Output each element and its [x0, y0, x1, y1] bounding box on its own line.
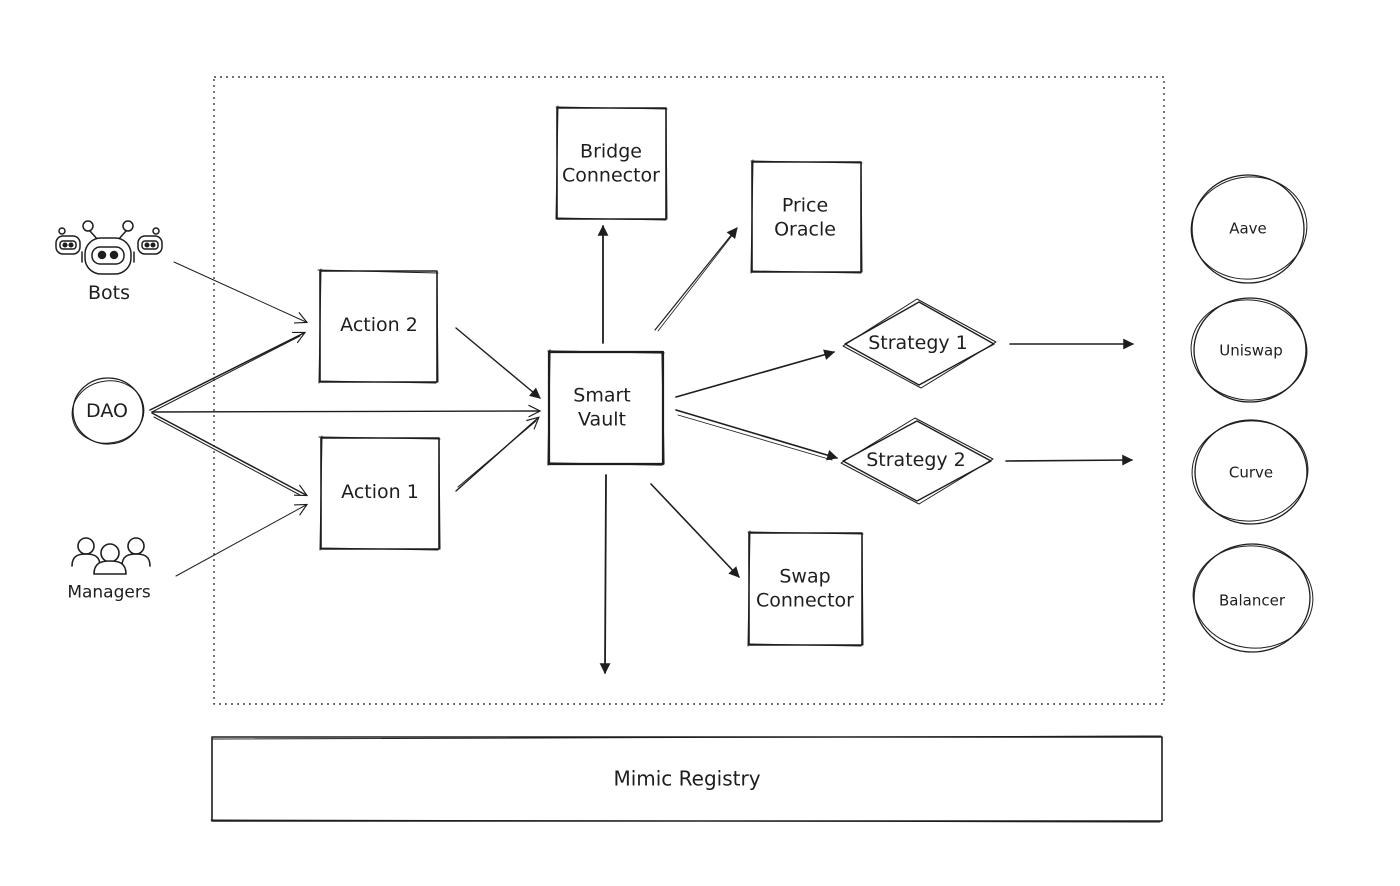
arrow-vault-oracle [654, 227, 738, 331]
aave-label: Aave [1229, 219, 1267, 238]
arrow-dao-vault [151, 411, 539, 412]
arrow-dao-action2 [149, 333, 304, 411]
users-group-icon [71, 537, 151, 575]
arrow-vault-swap [650, 483, 740, 578]
system-boundary [213, 76, 1165, 705]
mimic-registry-box [210, 735, 1163, 823]
uniswap-circle [1190, 297, 1308, 403]
action-2-box [317, 268, 439, 384]
price-oracle-label-line1: Price [781, 194, 829, 217]
uniswap-label: Uniswap [1219, 341, 1283, 360]
swap-connector-label: Swap Connector [756, 565, 854, 613]
bridge-connector-box [555, 105, 668, 221]
arrow-vault-strategy2 [675, 409, 839, 461]
price-oracle-label-line2: Oracle [774, 218, 836, 240]
smart-vault-label-line1: Smart [573, 384, 631, 407]
bots-label: Bots [87, 282, 131, 305]
arrow-managers-action1 [175, 505, 306, 577]
arrow-strategy2-out [1005, 454, 1134, 466]
arrow-dao-action1 [151, 412, 306, 495]
strategy-1-label: Strategy 1 [868, 332, 968, 355]
price-oracle-label: Price Oracle [774, 194, 836, 242]
strategy-1-diamond [842, 298, 997, 389]
swap-connector-box [747, 530, 864, 647]
action-2-label: Action 2 [340, 314, 418, 337]
mimic-registry-label: Mimic Registry [613, 766, 761, 791]
smart-vault-label: Smart Vault [573, 384, 630, 432]
smart-vault-box [547, 349, 665, 466]
curve-circle [1191, 419, 1309, 525]
arrow-bots-action2 [173, 261, 306, 322]
bridge-connector-label: Bridge Connector [562, 140, 660, 188]
swap-connector-label-line2: Connector [756, 589, 854, 611]
managers-label: Managers [67, 582, 151, 603]
arrow-vault-strategy1 [675, 349, 836, 398]
aave-circle [1190, 174, 1308, 284]
smart-vault-label-line2: Vault [578, 408, 626, 430]
dao-circle [71, 377, 145, 445]
connectors [149, 224, 1135, 675]
dao-label: DAO [86, 400, 128, 423]
balancer-circle [1192, 543, 1314, 653]
strategy-2-diamond [840, 417, 994, 505]
arrow-action2-vault [455, 327, 541, 399]
arrow-vault-registry [599, 474, 611, 675]
bridge-connector-label-line2: Connector [562, 164, 660, 186]
action-1-box [318, 435, 441, 551]
strategy-2-label: Strategy 2 [866, 449, 966, 472]
action-1-label: Action 1 [341, 481, 419, 504]
price-oracle-box [750, 159, 863, 274]
balancer-label: Balancer [1219, 591, 1285, 610]
swap-connector-label-line1: Swap [779, 565, 831, 588]
bridge-connector-label-line1: Bridge [580, 140, 642, 163]
curve-label: Curve [1228, 463, 1274, 482]
robot-icon [55, 220, 163, 275]
